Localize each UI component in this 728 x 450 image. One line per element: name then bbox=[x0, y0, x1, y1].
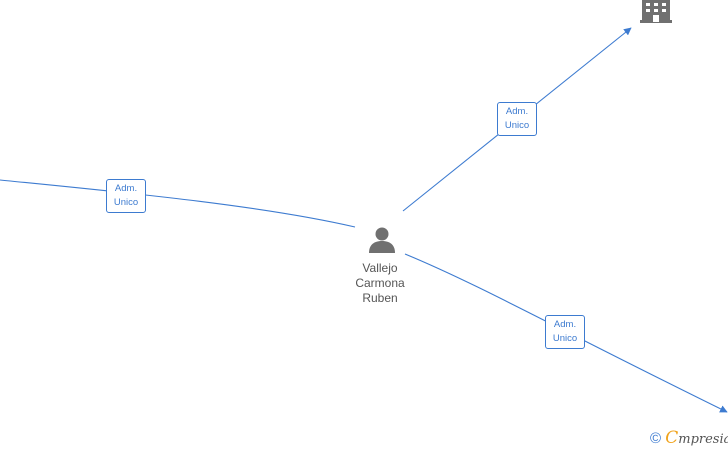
edge-label-type: Unico bbox=[113, 197, 139, 208]
edge-label-role: Adm. bbox=[505, 106, 529, 117]
edge-label-role: Adm. bbox=[553, 319, 577, 330]
edge-label-type: Unico bbox=[504, 120, 530, 131]
person-name-line: Carmona bbox=[355, 276, 405, 290]
copyright-icon: © bbox=[650, 430, 662, 447]
person-icon[interactable] bbox=[368, 226, 396, 254]
brand-footer: © Cmpresia bbox=[650, 428, 728, 448]
edge-label-role: Adm. bbox=[114, 183, 138, 194]
edge-line-bottom-right bbox=[404, 253, 728, 413]
edge-label-left[interactable]: Adm. Unico bbox=[106, 179, 146, 213]
edge-label-type: Unico bbox=[552, 333, 578, 344]
edge-line-left bbox=[0, 179, 356, 228]
person-name-line: Vallejo bbox=[362, 261, 398, 275]
person-name-label[interactable]: Vallejo Carmona Ruben bbox=[335, 261, 425, 306]
building-icon[interactable] bbox=[640, 0, 672, 24]
brand-logo: Cmpresia bbox=[665, 428, 728, 448]
edge-label-bottom-right[interactable]: Adm. Unico bbox=[545, 315, 585, 349]
person-name-line: Ruben bbox=[362, 291, 398, 305]
edge-label-top-right[interactable]: Adm. Unico bbox=[497, 102, 537, 136]
